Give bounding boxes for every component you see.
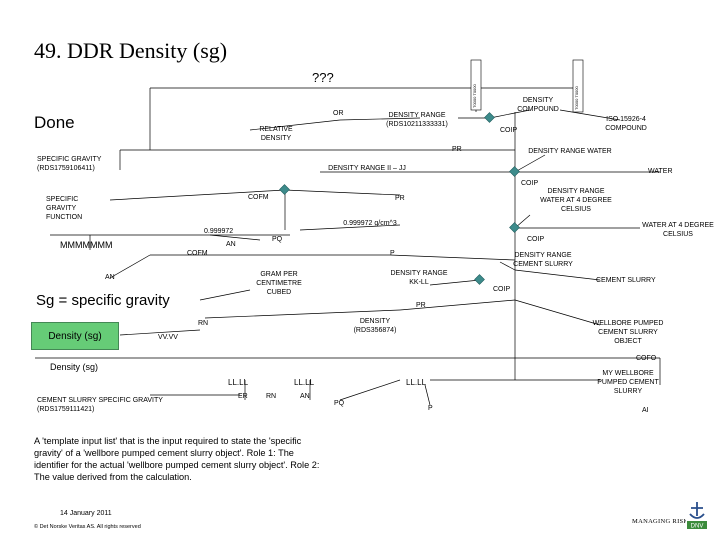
an-label-3: AN bbox=[300, 393, 310, 400]
water-label: WATER bbox=[648, 168, 673, 175]
rn-label-1: RN bbox=[198, 320, 209, 327]
managing-risk-text: MANAGING RISK bbox=[632, 518, 689, 525]
water-4-degree-label: WATER AT 4 DEGREE CELSIUS bbox=[642, 222, 714, 238]
gram-per-cm-label: GRAM PER CENTIMETRE CUBED bbox=[256, 271, 302, 296]
done-label: Done bbox=[34, 113, 75, 132]
or-label: OR bbox=[333, 110, 344, 117]
coip-label-4: COIP bbox=[493, 286, 511, 293]
cofm-label-1: COFM bbox=[248, 194, 269, 201]
mmmmmm-label: MMMMMMM bbox=[60, 240, 113, 250]
coip-label-2: COIP bbox=[521, 180, 539, 187]
ll-label-2: LL.LL bbox=[294, 378, 315, 387]
ai-label: AI bbox=[642, 407, 649, 414]
density-sg-box: Density (sg) bbox=[31, 322, 119, 350]
cofo-label: COFO bbox=[636, 355, 657, 362]
ll-label-3: LL.LL bbox=[406, 378, 427, 387]
footer-copyright: © Det Norske Veritas AS. All rights rese… bbox=[34, 524, 141, 530]
sg-function-label: SPECIFIC GRAVITY FUNCTION bbox=[46, 196, 83, 221]
coip-label-3: COIP bbox=[527, 236, 545, 243]
dnv-logo-text: DNV bbox=[691, 524, 704, 530]
density-range-cement-label: DENSITY RANGE CEMENT SLURRY bbox=[513, 252, 573, 268]
dnv-logo-icon: DNV bbox=[686, 500, 708, 530]
coip-label-1: COIP bbox=[500, 127, 518, 134]
density-range-label: DENSITY RANGE (RDS10211333331) bbox=[386, 112, 448, 128]
question-marks: ??? bbox=[312, 70, 334, 85]
description-text: A 'template input list' that is the inpu… bbox=[34, 436, 320, 482]
cofm-label-2: COFM bbox=[187, 250, 208, 257]
specific-gravity-label: SPECIFIC GRAVITY (RDS1759106411) bbox=[37, 156, 102, 172]
iso-compound-label: ISO 15926-4 COMPOUND bbox=[605, 116, 647, 132]
vertical-marker-2: T0000 T0000 bbox=[574, 86, 579, 110]
density-range-water-label: DENSITY RANGE WATER bbox=[528, 148, 612, 155]
density-sg-label: Density (sg) bbox=[50, 362, 99, 372]
density-range-kk-ll-label: DENSITY RANGE KK-LL bbox=[390, 270, 448, 286]
density-range-water-4-label: DENSITY RANGE WATER AT 4 DEGREE CELSIUS bbox=[540, 188, 612, 213]
pr-label-3: PR bbox=[416, 302, 426, 309]
value-999972: 0.999972 bbox=[204, 228, 234, 235]
pq-label-2: PQ bbox=[334, 400, 345, 407]
density-range-ii-jj-label: DENSITY RANGE II – JJ bbox=[328, 165, 406, 172]
vertical-marker-1: T0000 T0000 bbox=[472, 84, 477, 108]
density-rds-label: DENSITY (RDS356874) bbox=[353, 318, 397, 334]
vvvv-label: VV.VV bbox=[158, 334, 178, 341]
p-label-1: P bbox=[390, 250, 395, 257]
my-wellbore-label: MY WELLBORE PUMPED CEMENT SLURRY bbox=[597, 370, 659, 395]
slide-title: 49. DDR Density (sg) bbox=[34, 38, 228, 63]
wellbore-object-label: WELLBORE PUMPED CEMENT SLURRY OBJECT bbox=[592, 320, 664, 345]
ll-label-1: LL.LL bbox=[228, 378, 249, 387]
pr-label-1: PR bbox=[452, 146, 462, 153]
cement-sg-label: CEMENT SLURRY SPECIFIC GRAVITY (RDS17591… bbox=[37, 397, 163, 413]
density-compound-label: DENSITY COMPOUND bbox=[517, 97, 559, 113]
relative-density-label: RELATIVE DENSITY bbox=[259, 126, 293, 142]
pq-label-1: PQ bbox=[272, 236, 283, 243]
cement-slurry-label: CEMENT SLURRY bbox=[596, 277, 656, 284]
an-label-1: AN bbox=[226, 241, 236, 248]
an-label-2: AN bbox=[105, 274, 115, 281]
p-label-2: P bbox=[428, 405, 433, 412]
rn-label-2: RN bbox=[266, 393, 277, 400]
er-label: ER bbox=[238, 393, 248, 400]
value-g-cm3: 0.999972 g/cm^3 bbox=[343, 220, 397, 227]
footer-date: 14 January 2011 bbox=[60, 510, 112, 517]
sg-definition: Sg = specific gravity bbox=[36, 292, 170, 309]
pr-label-2: PR bbox=[395, 195, 405, 202]
